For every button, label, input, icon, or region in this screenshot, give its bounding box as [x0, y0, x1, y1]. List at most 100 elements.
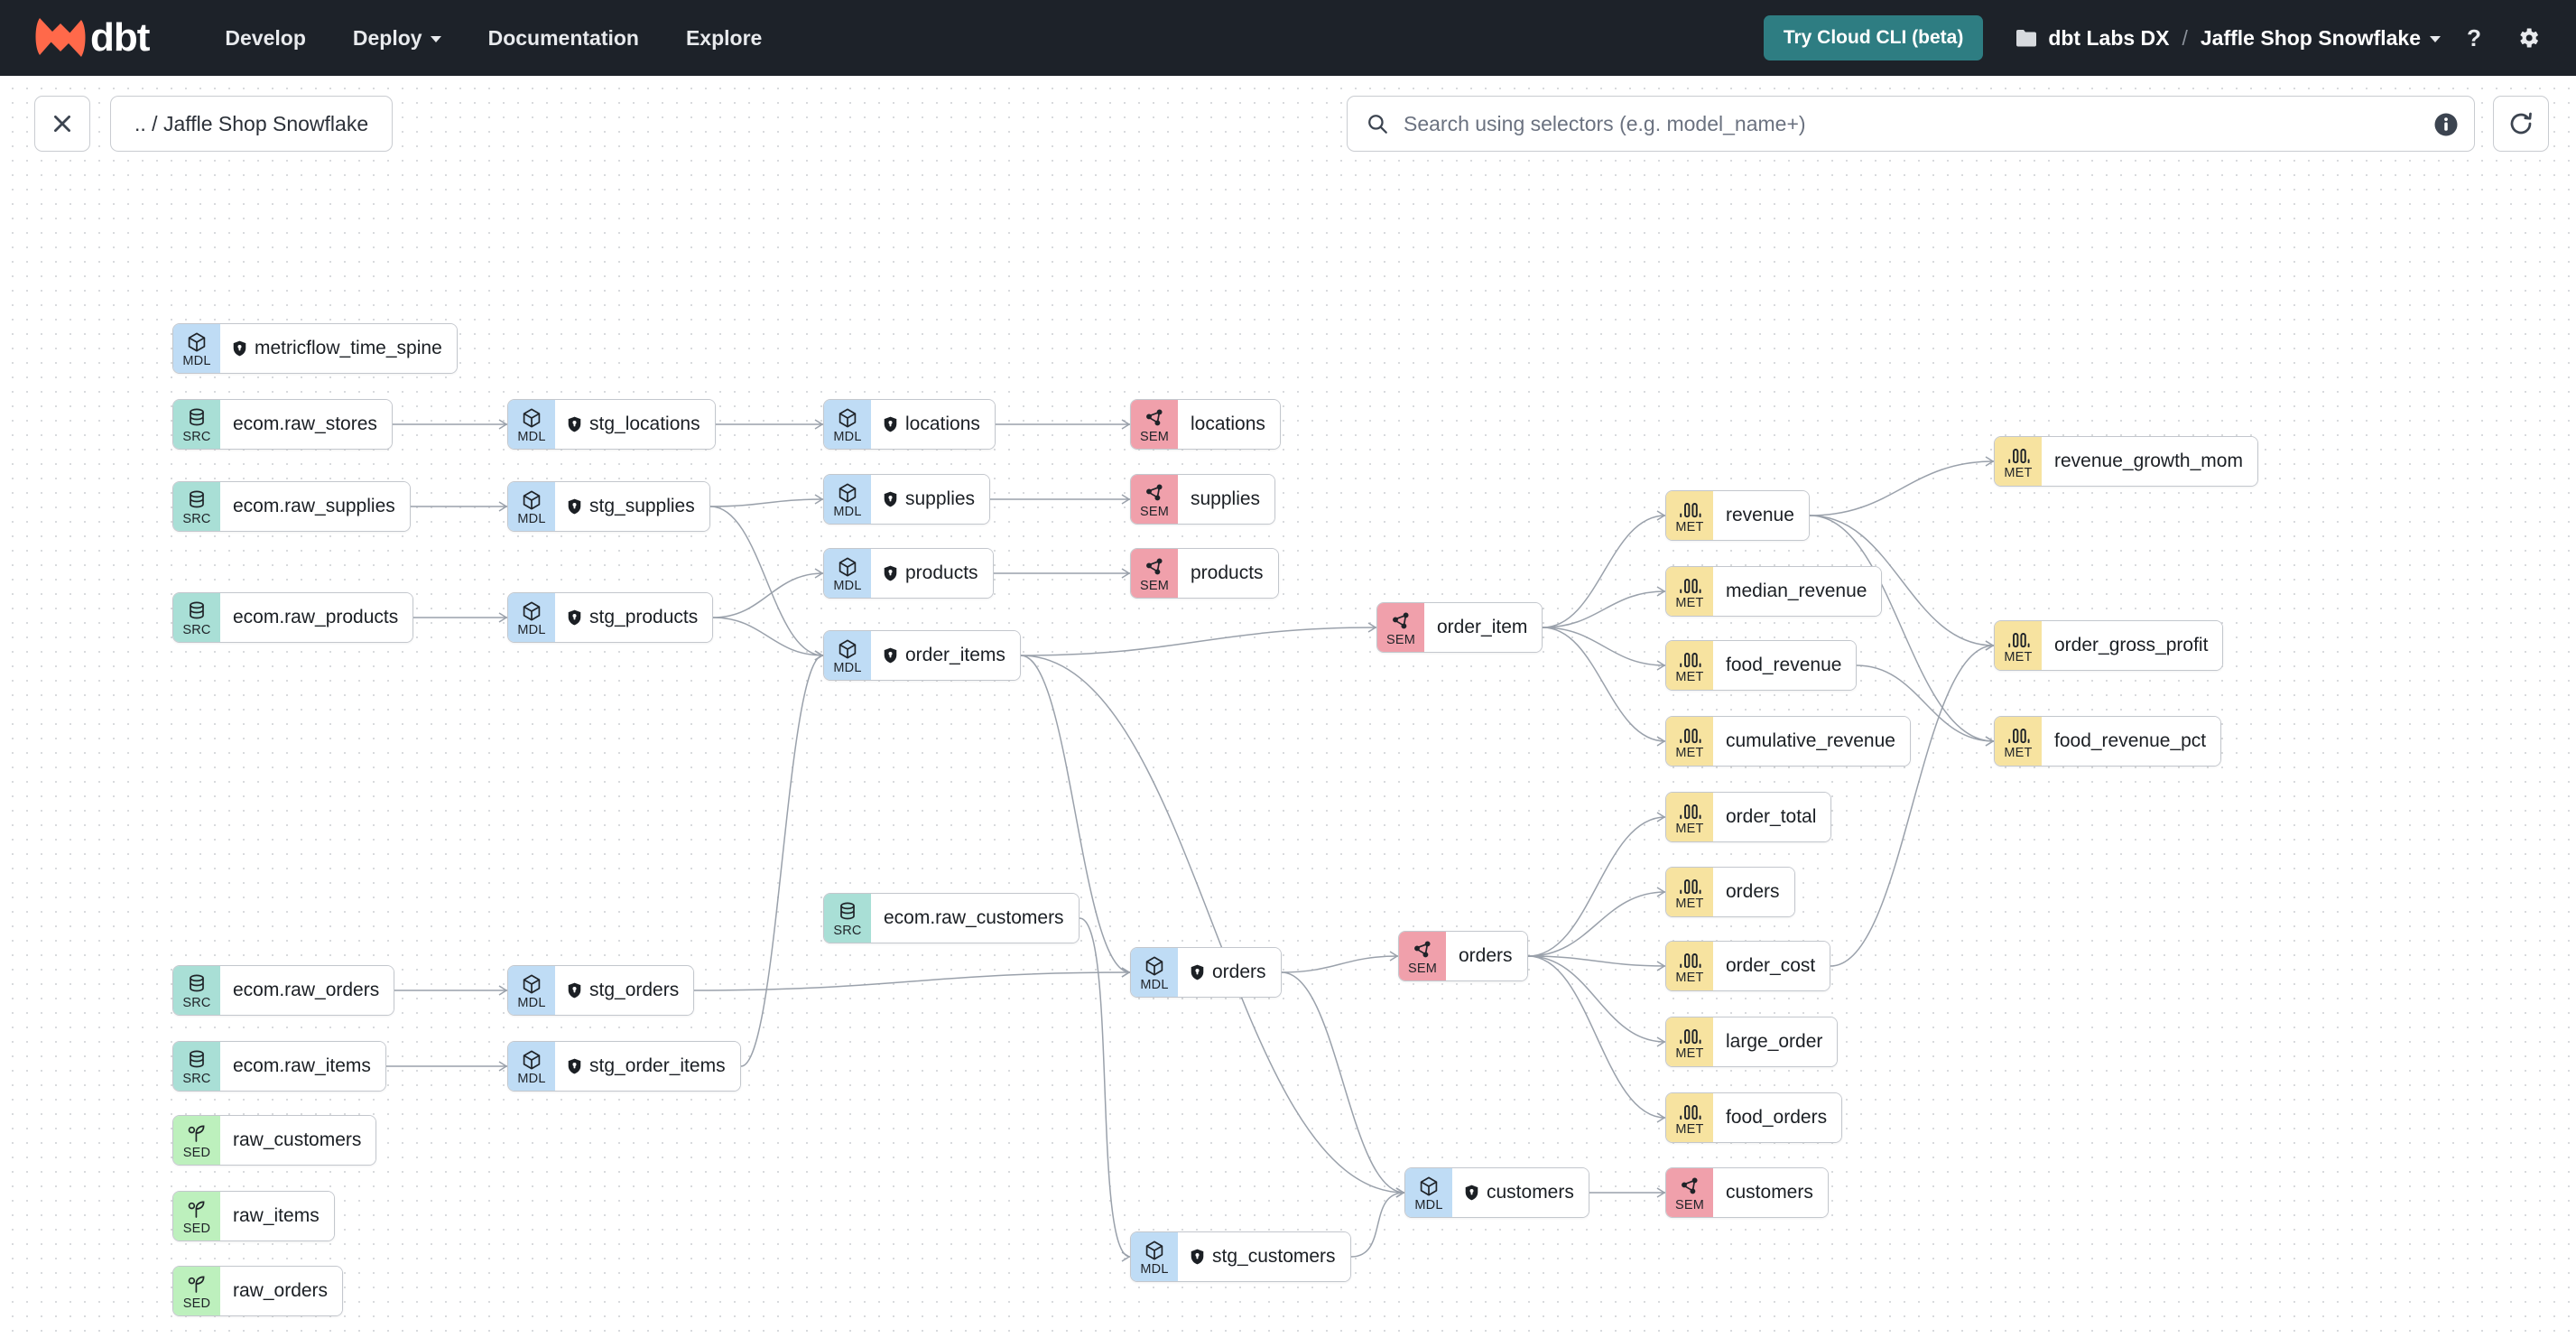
node-type-badge-mdl: MDL [1131, 1232, 1178, 1281]
node-type-label: MET [1675, 1121, 1704, 1137]
breadcrumb-button[interactable]: .. / Jaffle Shop Snowflake [110, 96, 394, 152]
node-name-text: ecom.raw_products [233, 607, 399, 627]
nav-item-documentation[interactable]: Documentation [465, 0, 663, 76]
node-name-text: median_revenue [1726, 581, 1867, 601]
refresh-button[interactable] [2493, 96, 2549, 152]
nav-item-deploy[interactable]: Deploy [329, 0, 465, 76]
dbt-logo[interactable]: dbt [34, 15, 150, 60]
node-label: ecom.raw_supplies [220, 482, 410, 531]
search-info-button[interactable] [2418, 97, 2474, 153]
node-label: metricflow_time_spine [220, 324, 457, 373]
settings-button[interactable] [2507, 17, 2549, 59]
help-button[interactable]: ? [2453, 17, 2495, 59]
search-bar[interactable] [1347, 96, 2475, 152]
node-name-text: raw_customers [233, 1129, 362, 1150]
lineage-edge-arrow [1985, 640, 1995, 651]
node-type-label: MET [1675, 896, 1704, 911]
project-selector[interactable]: Jaffle Shop Snowflake [2201, 26, 2441, 51]
lineage-edge [1020, 627, 1377, 656]
node-type-label: MDL [833, 429, 862, 444]
node-type-label: SRC [182, 511, 211, 526]
node-label: food_revenue [1713, 641, 1857, 690]
graph-node-src_customers[interactable]: SRC ecom.raw_customers [823, 893, 1080, 943]
search-input[interactable] [1404, 111, 2456, 136]
svg-text:?: ? [2467, 24, 2481, 51]
nav-item-explore[interactable]: Explore [663, 0, 785, 76]
account-name[interactable]: dbt Labs DX [2048, 25, 2170, 50]
graph-node-src_supplies[interactable]: SRC ecom.raw_supplies [172, 481, 411, 532]
lineage-edge [1809, 515, 1995, 742]
node-name-text: locations [1191, 413, 1265, 434]
lineage-edge-arrow [1121, 419, 1131, 430]
node-name-text: ecom.raw_customers [884, 907, 1064, 928]
node-type-badge-sed: SED [173, 1192, 220, 1240]
close-button[interactable] [34, 96, 90, 152]
node-label: customers [1452, 1168, 1589, 1217]
node-type-label: SED [182, 1296, 211, 1311]
node-type-badge-mdl: MDL [824, 400, 871, 449]
primary-nav: Develop Deploy Documentation Explore [201, 0, 785, 76]
node-type-label: SRC [833, 923, 862, 938]
node-label: order_total [1713, 793, 1831, 841]
try-cloud-cli-button[interactable]: Try Cloud CLI (beta) [1763, 15, 1984, 60]
node-type-label: MET [2004, 745, 2033, 760]
node-type-badge-mdl: MDL [824, 631, 871, 680]
node-label: stg_customers [1178, 1232, 1350, 1281]
lineage-edge-arrow [1395, 1187, 1405, 1198]
lineage-canvas[interactable]: .. / Jaffle Shop Snowflake [0, 76, 2576, 1338]
node-label: orders [1178, 948, 1281, 997]
lineage-edge-arrow [1121, 494, 1131, 505]
lineage-edge-arrow [1656, 887, 1666, 897]
node-label: stg_products [555, 593, 713, 642]
node-type-label: MDL [833, 660, 862, 675]
node-name-text: supplies [905, 488, 976, 509]
node-label: supplies [871, 475, 990, 524]
node-label: raw_items [220, 1192, 334, 1240]
lineage-edge [712, 617, 824, 656]
lineage-edge-arrow [1656, 586, 1666, 597]
nav-item-develop[interactable]: Develop [201, 0, 329, 76]
node-label: products [871, 549, 993, 598]
lineage-edge-arrow [1389, 951, 1399, 962]
lineage-edge [1809, 460, 1995, 516]
